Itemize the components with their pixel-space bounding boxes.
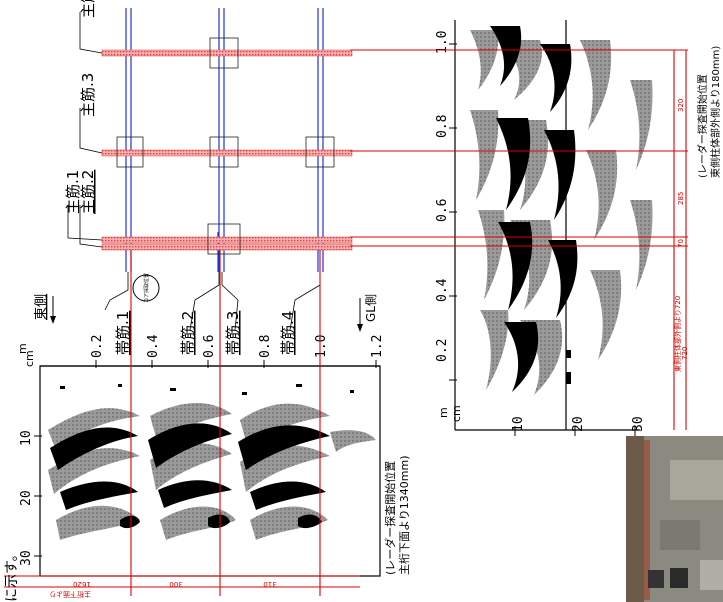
left-dim-1620: 1620 (73, 580, 91, 588)
stirrup-lines (125, 8, 324, 272)
gl-direction-label: GL側 (364, 294, 378, 322)
caption-fragment: に示す。 (4, 547, 20, 602)
left-dim-310: 310 (263, 580, 276, 588)
left-start-note-2: 主桁下面より1340mm) (397, 456, 411, 576)
main-bar-4-band (101, 49, 353, 57)
left-cmtick-3: 30 (19, 550, 34, 566)
main-bar-3-band (101, 149, 353, 157)
right-mtick-1: 0.2 (435, 339, 450, 362)
left-mtick-2: 0.4 (146, 334, 161, 358)
main-bar-1-band (101, 243, 353, 251)
left-mtick-1: 0.2 (90, 335, 105, 358)
right-cmtick-1: 10 (511, 416, 526, 432)
left-mtick-5: 1.0 (314, 335, 329, 358)
core-sample-marker: コア採取位置 (132, 273, 160, 303)
left-unit-top: m (16, 343, 29, 354)
left-mtick-3: 0.6 (202, 335, 217, 358)
left-radar-scan: m cm 0.2 0.4 0.6 0.8 1.0 1.2 10 20 30 (4, 250, 411, 599)
right-mtick-2: 0.4 (435, 278, 450, 302)
east-direction-label: 東側 (33, 294, 49, 320)
main-bar-4-label: 主筋.4 (79, 0, 97, 18)
right-mtick-5: 1.0 (435, 31, 450, 54)
left-reflection-patterns (48, 384, 376, 540)
right-mtick-4: 0.8 (435, 115, 450, 138)
main-bar-1-label: 主筋.1 (64, 170, 82, 214)
stirrup-4-label: 帯筋.4 (279, 311, 297, 355)
right-unit-top: m (437, 407, 450, 418)
right-reflection-patterns (470, 26, 653, 395)
stirrup-2-label: 帯筋.2 (179, 311, 197, 355)
right-dim-320: 320 (677, 99, 685, 112)
left-dim-300: 300 (169, 580, 182, 588)
rebar-layout: 主筋.1 主筋.2 主筋.3 主筋.4 帯筋.1 帯筋.2 帯筋.3 帯筋.4 … (33, 0, 378, 355)
right-dim-285: 285 (677, 192, 685, 205)
left-unit-bottom: cm (23, 350, 36, 367)
stirrup-1-label: 帯筋.1 (114, 311, 132, 355)
main-bar-2-label: 主筋.2 (79, 170, 97, 214)
right-unit-bottom: cm (450, 405, 463, 422)
left-mtick-6: 1.2 (370, 335, 385, 358)
left-cmtick-1: 10 (19, 430, 34, 446)
right-dim-720-note: 東側柱体部外側より720 (673, 296, 682, 372)
right-cmtick-3: 30 (631, 416, 646, 432)
intersection-boxes (116, 37, 335, 255)
right-cmtick-2: 20 (571, 416, 586, 432)
right-mtick-3: 0.6 (435, 199, 450, 222)
right-dim-720: 720 (681, 347, 689, 360)
left-mtick-4: 0.8 (258, 335, 273, 358)
core-sample-label: コア採取位置 (143, 273, 150, 303)
left-cmtick-2: 20 (19, 490, 34, 506)
stirrup-3-label: 帯筋.3 (224, 311, 242, 355)
left-dim-1620-note: 主桁下面より (49, 590, 91, 599)
right-dim-70: 70 (677, 239, 685, 248)
left-start-note-1: (レーダー探査開始位置 (383, 461, 397, 575)
right-radar-scan: 0.2 0.4 0.6 0.8 1.0 m cm 10 20 30 (350, 20, 722, 436)
main-bar-lines (101, 49, 353, 251)
main-bar-2-band (101, 236, 353, 244)
right-start-note-2: 東側柱体部外側より180mm) (709, 46, 722, 178)
right-start-note-1: (レーダー探査開始位置 (696, 74, 709, 178)
site-photo (626, 436, 723, 602)
main-bar-3-label: 主筋.3 (79, 73, 97, 117)
